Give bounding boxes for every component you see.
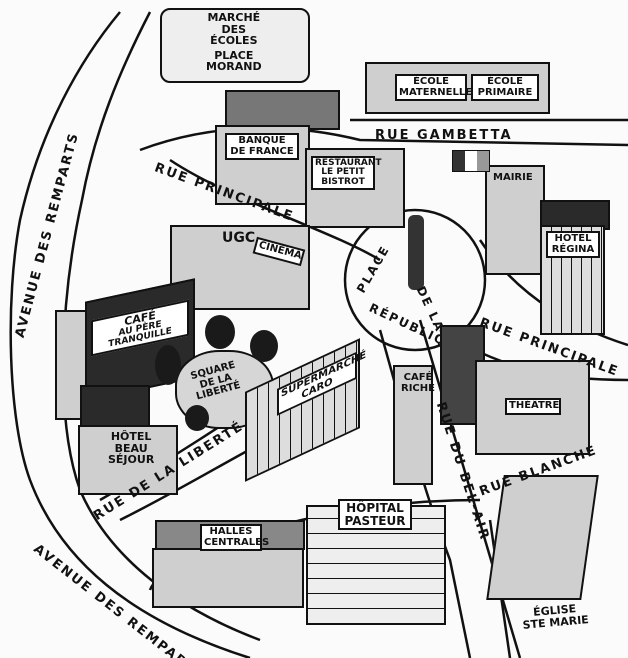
statue-icon <box>408 215 424 290</box>
theatre-sign: THÉÂTRE <box>505 398 561 415</box>
banque-roof <box>225 90 340 130</box>
cinema-sign: CINÉMA <box>252 236 306 266</box>
theatre[interactable]: THÉÂTRE <box>475 360 590 455</box>
rue-principale-edge <box>169 158 381 262</box>
tree-icon <box>205 315 235 349</box>
eglise-ste-marie[interactable] <box>486 475 599 600</box>
mairie[interactable]: MAIRIE <box>485 165 545 275</box>
ugc-label: UGC <box>222 230 256 246</box>
avenue-outer-edge <box>9 11 251 658</box>
tree-icon <box>185 405 209 431</box>
flag-icon <box>452 150 490 172</box>
place-republique-circle <box>343 208 487 352</box>
tree-icon <box>250 330 278 362</box>
hotel-beau-roof <box>80 385 150 430</box>
mairie-label: MAIRIE <box>493 172 533 183</box>
street-rue-gambetta: RUE GAMBETTA <box>375 128 513 143</box>
tree-icon <box>155 345 181 385</box>
